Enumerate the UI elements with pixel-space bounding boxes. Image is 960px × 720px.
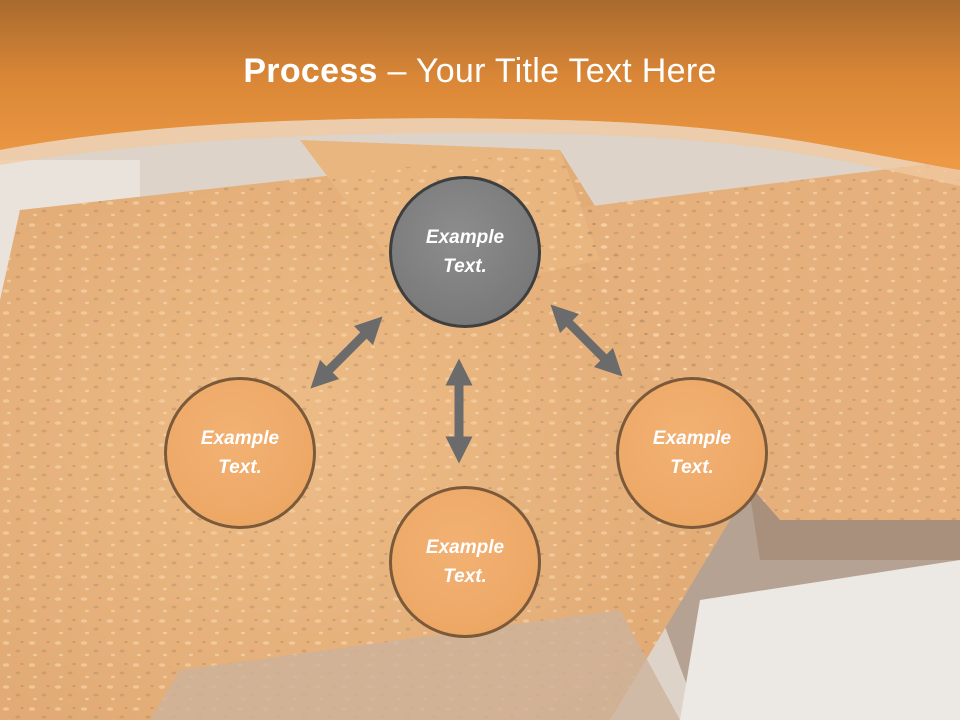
left-node-label: Example Text. [200, 428, 280, 478]
slide-title: Process – Your Title Text Here [0, 52, 960, 91]
arrow-center-left [310, 316, 383, 389]
center-node-label: Example Text. [425, 227, 505, 277]
title-rest: – Your Title Text Here [377, 52, 717, 90]
center-node: Example Text. [389, 176, 541, 328]
bottom-node-label: Example Text. [425, 537, 505, 587]
arrow-center-right [550, 304, 623, 377]
right-node-label: Example Text. [652, 428, 732, 478]
title-bold: Process [243, 52, 378, 90]
left-node: Example Text. [164, 377, 316, 529]
bottom-node: Example Text. [389, 486, 541, 638]
right-node: Example Text. [616, 377, 768, 529]
